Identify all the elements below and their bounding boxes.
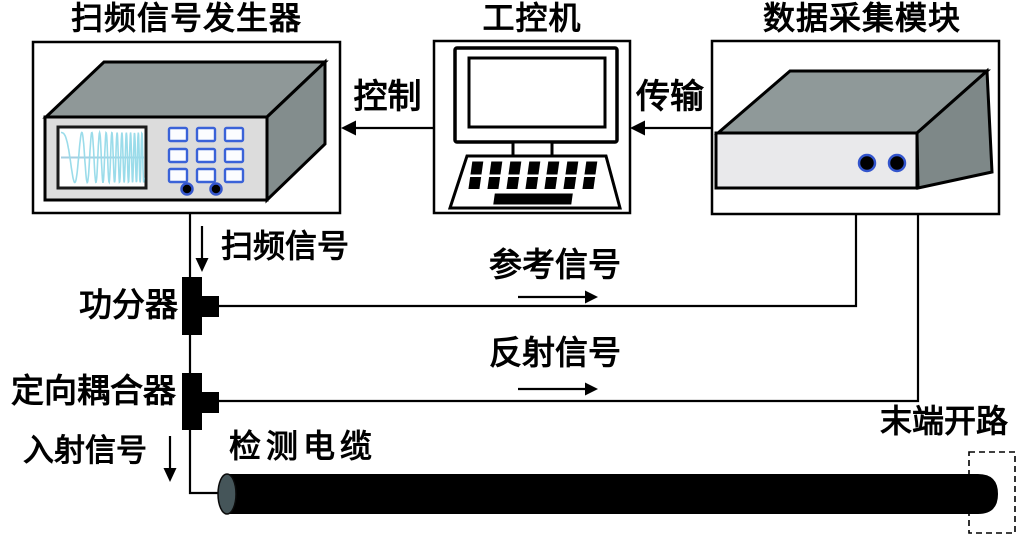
cable-label: 检测电缆 [229, 428, 378, 464]
generator-title: 扫频信号发生器 [70, 0, 302, 36]
spacebar-key [493, 193, 573, 205]
computer-title: 工控机 [482, 0, 582, 36]
chirp-waveform [61, 129, 145, 185]
reflected-line [219, 214, 920, 403]
reference-signal-label: 参考信号 [489, 248, 621, 284]
reflected-signal-label: 反射信号 [489, 336, 621, 372]
signal-generator-icon [42, 58, 329, 204]
directional-coupler-symbol [182, 373, 219, 430]
daq-title: 数据采集模块 [762, 0, 961, 36]
reflected-arrowhead [585, 382, 598, 396]
knob-icon [180, 182, 194, 196]
control-arrowhead [341, 120, 356, 136]
coupler-label: 定向耦合器 [11, 374, 176, 410]
open-end-label: 末端开路 [880, 403, 1009, 439]
keypad-buttons [167, 126, 245, 184]
incident-signal-label: 入射信号 [23, 433, 147, 468]
connector-port-icon [887, 153, 907, 173]
sweep-signal-label: 扫频信号 [221, 228, 350, 264]
reference-arrowhead [585, 290, 598, 304]
open-end-dashed-box [968, 451, 1016, 534]
cable-graphic [217, 473, 998, 515]
keyboard-keys [468, 161, 598, 205]
reference-line [219, 214, 858, 308]
connector-port-icon [857, 153, 877, 173]
daq-module-icon [713, 67, 994, 190]
waveform-screen [56, 125, 148, 190]
sweep-arrowhead [195, 258, 209, 272]
computer-icon [447, 46, 622, 210]
knob-icon [209, 182, 223, 196]
power-splitter-symbol [182, 277, 219, 335]
incident-arrowhead [163, 468, 177, 482]
splitter-label: 功分器 [79, 288, 178, 324]
transmission-arrowhead [630, 120, 645, 136]
transmission-label: 传输 [636, 79, 704, 116]
coupler-cable-line [188, 430, 227, 495]
control-label: 控制 [353, 79, 422, 116]
